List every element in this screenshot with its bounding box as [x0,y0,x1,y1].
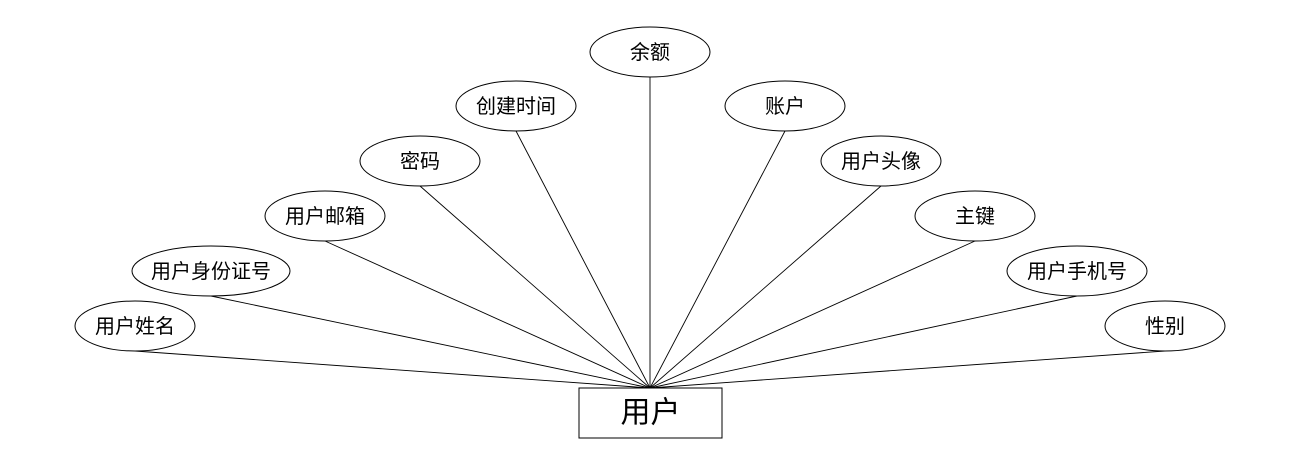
connector-password [419,185,651,389]
attribute-ellipse [74,300,196,352]
entity-box [578,387,723,439]
attribute-avatar: 用户头像 [820,135,942,187]
connector-email [324,240,651,389]
connector-primary-key [649,240,976,389]
attribute-ellipse [1006,245,1148,297]
attribute-label: 用户邮箱 [285,204,365,228]
connector-lines [134,77,1166,389]
attribute-account: 账户 [724,80,846,132]
attribute-label: 账户 [765,94,805,118]
attribute-ellipse [724,80,846,132]
attribute-ellipse [820,135,942,187]
attribute-phone: 用户手机号 [1006,245,1148,297]
attribute-ellipse [359,135,481,187]
attribute-gender: 性别 [1104,300,1226,352]
attribute-label: 密码 [400,149,440,173]
attribute-label: 用户身份证号 [151,259,271,283]
attribute-ellipse [455,80,577,132]
connector-account [649,130,786,389]
entity-label: 用户 [621,396,681,431]
attribute-label: 用户头像 [841,149,921,173]
attribute-ellipse [589,26,711,78]
connector-created-time [515,130,651,389]
attribute-primary-key: 主键 [914,190,1036,242]
attribute-ellipse [1104,300,1226,352]
attribute-label: 性别 [1145,314,1185,338]
connector-gender [649,350,1166,389]
connector-id-number [210,295,651,389]
connector-phone [649,295,1078,389]
attribute-label: 用户手机号 [1027,259,1127,283]
attribute-label: 创建时间 [476,94,556,118]
attribute-ellipse [264,190,386,242]
attribute-ellipse [131,245,291,297]
attribute-password: 密码 [359,135,481,187]
attribute-name: 用户姓名 [74,300,196,352]
attribute-email: 用户邮箱 [264,190,386,242]
connector-name [134,350,651,389]
attribute-balance: 余额 [589,26,711,78]
attribute-label: 余额 [630,40,670,64]
attribute-ellipse [914,190,1036,242]
entity-node: 用户 [578,387,723,439]
attribute-id-number: 用户身份证号 [131,245,291,297]
attribute-created-time: 创建时间 [455,80,577,132]
attribute-label: 主键 [955,204,995,228]
attribute-label: 用户姓名 [95,314,175,338]
connector-avatar [649,185,882,389]
